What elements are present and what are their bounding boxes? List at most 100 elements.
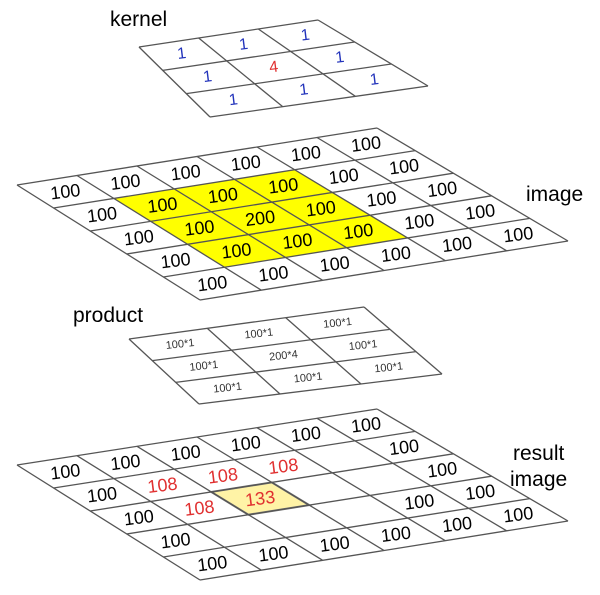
result-cell-value: 100: [109, 451, 141, 475]
image-cell-value: 100: [159, 249, 191, 273]
product-grid-line: [363, 306, 443, 375]
kernel-cell-value: 4: [268, 59, 279, 77]
image-cell-value: 100: [502, 223, 534, 247]
image-cell-value: 100: [403, 210, 435, 234]
result-cell-value: 100: [464, 480, 496, 504]
kernel-grid-line: [138, 46, 211, 118]
image-grid-line: [16, 184, 201, 301]
result-cell-value: 100: [86, 483, 118, 507]
result-cell-value: 100: [230, 432, 262, 456]
kernel-grid-line: [162, 41, 355, 71]
image-grid-line: [196, 155, 385, 272]
product-grid-line: [152, 328, 391, 362]
result-cell-value: 108: [146, 474, 178, 498]
result-cell-value: 100: [380, 523, 412, 547]
product-cell-value: 100*1: [374, 360, 404, 375]
result-cell-value: 100: [290, 423, 322, 447]
product-grid-line: [128, 306, 365, 340]
result-label-line2: image: [510, 468, 567, 491]
result-cell-value: 100: [196, 552, 228, 576]
image-cell-value: 100: [365, 187, 397, 211]
image-cell-value: 100: [380, 242, 412, 266]
image-cell-value: 100: [388, 155, 420, 179]
image-cell-value: 100: [257, 262, 289, 286]
image-cell-value: 100: [86, 203, 118, 227]
result-cell-value: 100: [441, 513, 473, 537]
result-cell-value: 100: [426, 458, 458, 482]
kernel-cell-value: 1: [298, 81, 309, 99]
result-grid-line: [76, 455, 262, 571]
result-cell-value: 100: [123, 506, 155, 530]
image-cell-value: 100: [183, 216, 215, 240]
image-grid-line: [256, 146, 446, 262]
image-cell-value: 100: [342, 220, 374, 244]
kernel-cell-value: 1: [176, 45, 187, 63]
product-grid-line: [206, 327, 281, 395]
image-cell-value: 100: [290, 142, 322, 166]
result-grid-line: [136, 445, 324, 561]
image-cell-value: 100: [350, 132, 382, 156]
kernel-cell-value: 1: [369, 71, 380, 89]
image-grid-line: [316, 136, 508, 252]
result-cell-value: 108: [183, 496, 215, 520]
image-cell-value: 100: [281, 229, 313, 253]
kernel-grid-line: [198, 37, 284, 108]
image-cell-value: 100: [220, 239, 252, 263]
image-cell-value: 100: [319, 252, 351, 276]
product-cell-value: 100*1: [165, 337, 195, 352]
image-cell-value: 100: [170, 161, 202, 185]
image-cell-value: 100: [267, 174, 299, 198]
kernel-grid-line: [257, 28, 356, 97]
result-cell-value: 133: [244, 487, 276, 511]
product-cell-value: 100*1: [244, 327, 274, 342]
result-label-line1: result: [513, 442, 565, 465]
product-grid-line: [175, 351, 417, 383]
kernel-grid-line: [186, 63, 392, 95]
image-cell-value: 100: [464, 200, 496, 224]
product-cell-value: 100*1: [323, 316, 353, 331]
product-cell-value: 100*1: [293, 371, 323, 386]
product-cell-value: 100*1: [348, 338, 378, 353]
result-cell-value: 100: [502, 503, 534, 527]
result-cell-value: 100: [257, 542, 289, 566]
product-grid-line: [198, 373, 443, 405]
image-cell-value: 100: [123, 226, 155, 250]
image-cell-value: 100: [305, 197, 337, 221]
product-label: product: [73, 304, 143, 327]
image-cell-value: 100: [49, 180, 81, 204]
product-cell-value: 100*1: [189, 359, 219, 374]
product-cell-value: 200*4: [269, 349, 299, 364]
image-cell-value: 100: [426, 178, 458, 202]
image-cell-value: 100: [441, 233, 473, 257]
result-grid-line: [316, 417, 507, 532]
image-cell-value: 200: [244, 207, 276, 231]
image-grid-line: [376, 127, 569, 242]
result-grid-line: [196, 436, 385, 552]
result-cell-value: 100: [170, 441, 202, 465]
result-cell-value: 100: [350, 413, 382, 437]
image-cell-value: 100: [207, 184, 239, 208]
kernel-grid-line: [209, 85, 429, 118]
result-cell-value: 100: [388, 436, 420, 460]
product-grid: 100*1 100*1 100*1 100*1 200*4 100*1 100*1 100*1…: [128, 306, 443, 405]
result-cell-value: 100: [403, 490, 435, 514]
image-grid-line: [136, 165, 324, 281]
image-cell-value: 100: [109, 170, 141, 194]
kernel-grid-line: [138, 19, 319, 48]
result-cell-value: 108: [207, 464, 239, 488]
result-grid-line: [256, 427, 446, 542]
result-grid-line: [376, 408, 569, 522]
image-label: image: [526, 183, 583, 206]
kernel-cell-value: 1: [202, 68, 213, 86]
product-grid-line: [128, 338, 200, 405]
result-grid-line: [16, 464, 201, 581]
product-cell-value: 100*1: [213, 381, 243, 396]
result-cell-value: 108: [267, 455, 299, 479]
result-cell-value: 100: [159, 529, 191, 553]
kernel-grid-background: [139, 20, 428, 117]
kernel-cell-value: 1: [238, 36, 249, 54]
kernel-cell-value: 1: [228, 91, 239, 109]
result-cell-value: 100: [319, 532, 351, 556]
